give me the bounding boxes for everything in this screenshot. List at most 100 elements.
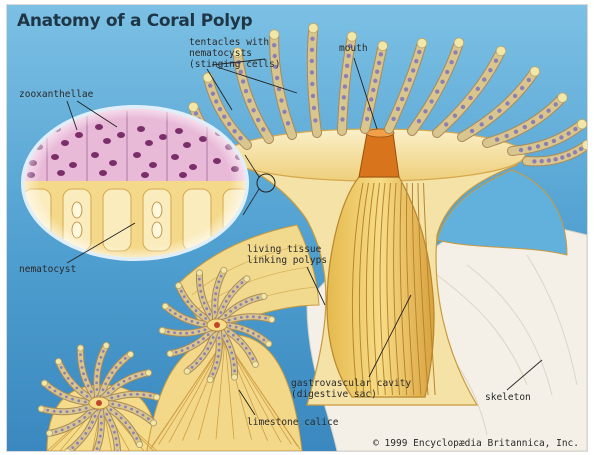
nematocyst-dot <box>180 290 183 293</box>
tentacle-tip <box>197 270 203 276</box>
nematocyst-dot <box>214 292 217 295</box>
nematocyst-dot <box>199 290 202 293</box>
nematocyst-dot <box>212 336 215 339</box>
nematocyst-dot <box>84 378 87 381</box>
nematocyst-dot <box>275 76 279 80</box>
nematocyst-dot <box>202 337 205 340</box>
nematocyst-dot <box>216 286 219 289</box>
nematocyst-dot <box>468 96 472 100</box>
nematocyst-dot <box>400 97 404 101</box>
nematocyst-dot <box>206 347 209 350</box>
nematocyst-dot <box>528 146 532 150</box>
nematocyst-dot <box>130 393 133 396</box>
nematocyst-dot <box>423 109 427 113</box>
nematocyst-dot <box>100 356 103 359</box>
nematocyst-dot <box>95 381 98 384</box>
nematocyst-dot <box>505 134 509 138</box>
nematocyst-dot <box>192 344 195 347</box>
nematocyst-dot <box>87 384 90 387</box>
nematocyst-dot <box>310 82 314 86</box>
nematocyst-dot <box>566 131 570 135</box>
nematocyst-dot <box>482 77 486 81</box>
nematocyst-dot <box>113 431 116 434</box>
nematocyst-dot <box>81 437 84 440</box>
nematocyst-dot <box>107 377 110 380</box>
label-skeleton: skeleton <box>485 392 531 403</box>
tentacle-tip <box>266 341 272 347</box>
tentacle-tip <box>56 359 62 365</box>
nematocyst-dot <box>208 83 212 87</box>
nematocyst-dot <box>204 328 207 331</box>
nematocyst-dot <box>257 335 260 338</box>
nematocyst-dot <box>117 395 120 398</box>
nematocyst-dot <box>228 319 231 322</box>
nematocyst-dot <box>313 118 317 122</box>
tentacle-tip <box>137 442 143 448</box>
nematocyst-dot <box>245 300 248 303</box>
nematocyst-dot <box>573 150 577 154</box>
tentacle-tip <box>128 351 134 357</box>
nematocyst-dot <box>494 59 498 63</box>
nematocyst-dot <box>102 350 105 353</box>
nematocyst-dot <box>470 129 474 133</box>
nematocyst-dot <box>134 375 137 378</box>
nematocyst-dot <box>205 307 208 310</box>
nematocyst-dot <box>107 392 110 395</box>
nematocyst-dot <box>135 437 138 440</box>
nematocyst-dot <box>102 388 105 391</box>
nematocyst-dot <box>488 68 492 72</box>
nematocyst-dot <box>553 157 557 161</box>
nematocyst-dot <box>117 383 120 386</box>
nematocyst-dot <box>142 414 145 417</box>
nematocyst-dot <box>531 120 535 124</box>
nematocyst-dot <box>46 409 49 412</box>
tentacle-tip <box>261 293 267 299</box>
tentacle-tip <box>78 345 84 351</box>
nematocyst-dot <box>497 109 501 113</box>
nematocyst-dot <box>136 410 139 413</box>
nematocyst-dot <box>94 415 97 418</box>
nematocyst-dot <box>536 144 540 148</box>
nematocyst-dot <box>104 382 107 385</box>
nematocyst-dot <box>480 122 484 126</box>
label-nematocyst: nematocyst <box>19 264 76 275</box>
label-zooxanthellae: zooxanthellae <box>19 89 93 100</box>
nematocyst-dot <box>85 407 88 410</box>
tentacle-tip <box>530 67 540 77</box>
nematocyst-dot <box>344 74 348 78</box>
nematocyst-dot <box>199 357 202 360</box>
nematocyst-dot <box>100 415 103 418</box>
nematocyst-dot <box>111 425 114 428</box>
nematocyst-dot <box>167 331 170 334</box>
nematocyst-dot <box>461 105 465 109</box>
nematocyst-dot <box>245 347 248 350</box>
tentacle-tip <box>309 23 319 33</box>
nematocyst-dot <box>440 80 444 84</box>
nematocyst-dot <box>546 109 550 113</box>
nematocyst-dot <box>234 306 237 309</box>
nematocyst-dot <box>241 327 244 330</box>
nematocyst-dot <box>88 427 91 430</box>
nematocyst-dot <box>91 421 94 424</box>
nematocyst-dot <box>100 428 103 431</box>
tentacle-tip <box>454 38 464 48</box>
nematocyst-dot <box>218 349 221 352</box>
nematocyst-dot <box>132 432 135 435</box>
nematocyst-dot <box>310 37 314 41</box>
nematocyst-dot <box>341 106 345 110</box>
nematocyst-dot <box>147 417 150 420</box>
nematocyst-dot <box>417 119 421 123</box>
nematocyst-dot <box>71 398 74 401</box>
nematocyst-dot <box>80 391 83 394</box>
nematocyst-dot <box>86 395 89 398</box>
nematocyst-dot <box>547 158 551 162</box>
nematocyst-dot <box>201 296 204 299</box>
nematocyst-dot <box>282 110 286 114</box>
tentacle-tip <box>151 420 157 426</box>
tentacle-tip <box>154 394 160 400</box>
nematocyst-dot <box>258 316 261 319</box>
nematocyst-dot <box>204 317 207 320</box>
nematocyst-dot <box>523 125 527 129</box>
nematocyst-dot <box>505 101 509 105</box>
nematocyst-dot <box>78 408 81 411</box>
